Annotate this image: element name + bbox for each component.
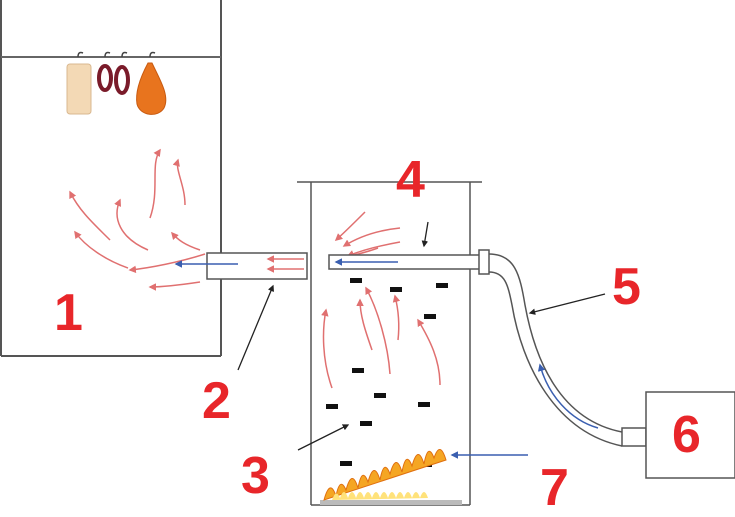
compressor <box>621 391 735 479</box>
connector-pipe <box>174 252 308 280</box>
label-6: 6 <box>672 406 701 464</box>
leader-lines <box>237 221 606 451</box>
label-3: 3 <box>241 447 270 505</box>
smoking-chamber <box>0 0 222 357</box>
smoke-flow-generator <box>321 211 441 389</box>
label-1: 1 <box>54 284 83 342</box>
bacon-icon <box>66 51 92 115</box>
label-4: 4 <box>396 151 425 209</box>
label-2: 2 <box>202 372 231 430</box>
label-5: 5 <box>612 258 641 316</box>
sausage-icon <box>97 51 130 95</box>
smoke-flow-chamber <box>69 148 206 291</box>
label-7: 7 <box>540 459 569 517</box>
air-inlet-tube <box>328 249 490 275</box>
air-hose <box>488 253 623 447</box>
ham-icon <box>136 51 167 115</box>
wood-chip-icon <box>326 278 448 467</box>
fire-icon <box>320 449 462 505</box>
smoke-generator <box>297 181 482 506</box>
